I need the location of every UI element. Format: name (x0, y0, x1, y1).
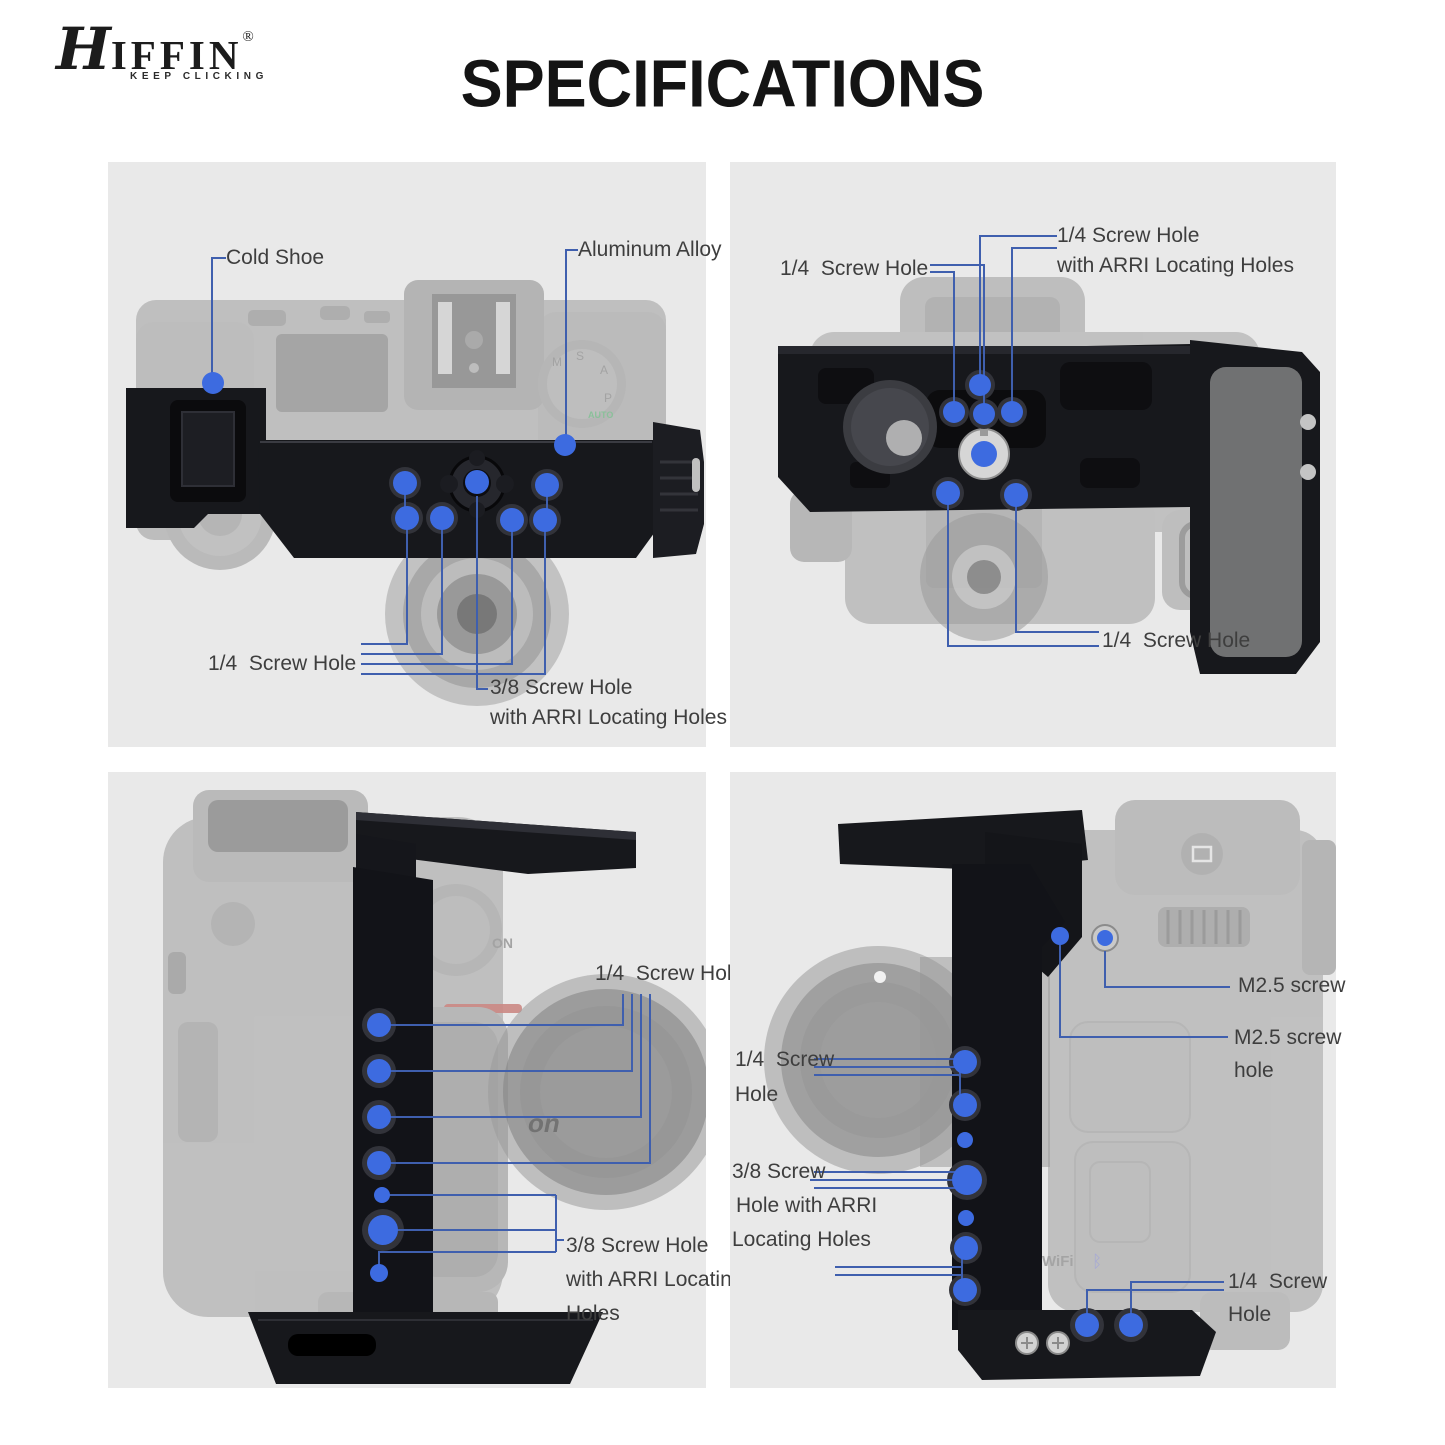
label-quarter-screw-right: 1/4 Screw (1228, 1270, 1328, 1293)
bluetooth-icon: ᛒ (1092, 1252, 1102, 1271)
dial-letter: P (604, 391, 612, 405)
fixing-screws (1015, 1331, 1070, 1355)
label-quarter-screw-hole-bottom: 1/4 Screw Hole (1102, 629, 1251, 652)
playback-icon (1181, 833, 1223, 875)
label-cold-shoe: Cold Shoe (226, 246, 325, 269)
wifi-icon: WiFi (1042, 1253, 1074, 1270)
label-arri-locating-holes: with ARRI Locating Holes (490, 706, 727, 729)
ghost-camera-side: ON (163, 790, 522, 1332)
label-quarter-screw-hole-left: 1/4 Screw Hole (780, 257, 929, 280)
m25-screw-hole-dot (1097, 930, 1113, 946)
side-handle (653, 422, 704, 558)
dial-letter: M (552, 355, 562, 369)
lens-index-dot (874, 971, 886, 983)
registered-mark: ® (242, 29, 254, 45)
lens-brand-partial-text: on (528, 1108, 560, 1138)
label-quarter-screw-hole-arri: 1/4 Screw Hole (1057, 224, 1200, 247)
label-hole-with-arri: Hole with ARRI (736, 1194, 878, 1217)
aluminum-alloy-dot (554, 434, 576, 456)
dial-letter: A (600, 363, 608, 377)
mode-dial: S A P M AUTO (538, 340, 626, 428)
hot-shoe (432, 294, 516, 388)
brand-initial: H (56, 15, 111, 83)
panel-side-view-grip: ON on (108, 772, 743, 1388)
label-three-eighth-screw-hole: 3/8 Screw Hole (566, 1234, 709, 1257)
port-cover (1074, 1141, 1191, 1293)
panel-top-view: S A P M AUTO ISO Nikon (108, 162, 727, 747)
screw-hole-dots (367, 1013, 398, 1282)
label-quarter-screw-hole: 1/4 Screw Hole (208, 652, 357, 675)
panel-bottom-view: 1/4 Screw Hole 1/4 Screw Hole with ARRI … (730, 162, 1336, 747)
label-aluminum-alloy: Aluminum Alloy (578, 238, 722, 261)
label-arri-locating: with ARRI Locating (566, 1268, 744, 1291)
screw-hole-dots (952, 927, 1143, 1337)
brand-tagline: KEEP CLICKING (130, 71, 268, 82)
label-holes: Holes (566, 1302, 620, 1325)
battery-door (1210, 367, 1302, 657)
label-quarter-hole: Hole (735, 1083, 779, 1106)
label-three-eighth-screw-hole: 3/8 Screw Hole (490, 676, 633, 699)
cage-side-view (248, 812, 636, 1384)
label-m25-screw: M2.5 screw (1238, 974, 1346, 997)
bottom-view-illustration (778, 235, 1320, 674)
port-cover (1069, 1021, 1191, 1133)
screw-hole-dots (936, 374, 1028, 507)
ghost-camera-side: WiFi ᛒ (1042, 800, 1336, 1350)
label-m25-screw-hole-1: M2.5 screw (1234, 1026, 1342, 1049)
label-locating-holes: Locating Holes (732, 1228, 871, 1251)
label-arri-locating-holes: with ARRI Locating Holes (1057, 254, 1294, 277)
leader-lines (211, 249, 578, 690)
side-view-ports-illustration: WiFi ᛒ (764, 800, 1336, 1380)
cold-shoe-dot (202, 372, 224, 394)
m25-screw-dot (1051, 927, 1069, 945)
label-quarter-screw: 1/4 Screw (735, 1048, 835, 1071)
label-m25-screw-hole-2: hole (1234, 1059, 1274, 1082)
leader-lines (930, 235, 1099, 647)
side-view-illustration: ON on (163, 790, 706, 1384)
dial-letter: S (576, 349, 584, 363)
base-slot (288, 1334, 376, 1356)
auto-mode-label: AUTO (588, 410, 613, 420)
label-quarter-screw-hole: 1/4 Screw Hole (595, 962, 744, 985)
panel-side-view-ports: WiFi ᛒ (730, 772, 1345, 1388)
top-view-illustration: S A P M AUTO ISO Nikon (126, 249, 704, 706)
cage-top-view (126, 388, 704, 558)
power-on-text: ON (492, 935, 513, 951)
page-title: SPECIFICATIONS (460, 46, 985, 122)
label-quarter-hole-right: Hole (1228, 1303, 1272, 1326)
qd-socket (843, 380, 937, 474)
label-three-eighth-screw: 3/8 Screw (732, 1160, 826, 1183)
leader-lines (378, 994, 651, 1273)
ghost-lens-mount (920, 513, 1048, 641)
brand-name: IFFIN (110, 32, 243, 78)
screw-hole-dots (202, 372, 576, 532)
brand-logo: HIFFIN® KEEP CLICKING (56, 20, 268, 82)
